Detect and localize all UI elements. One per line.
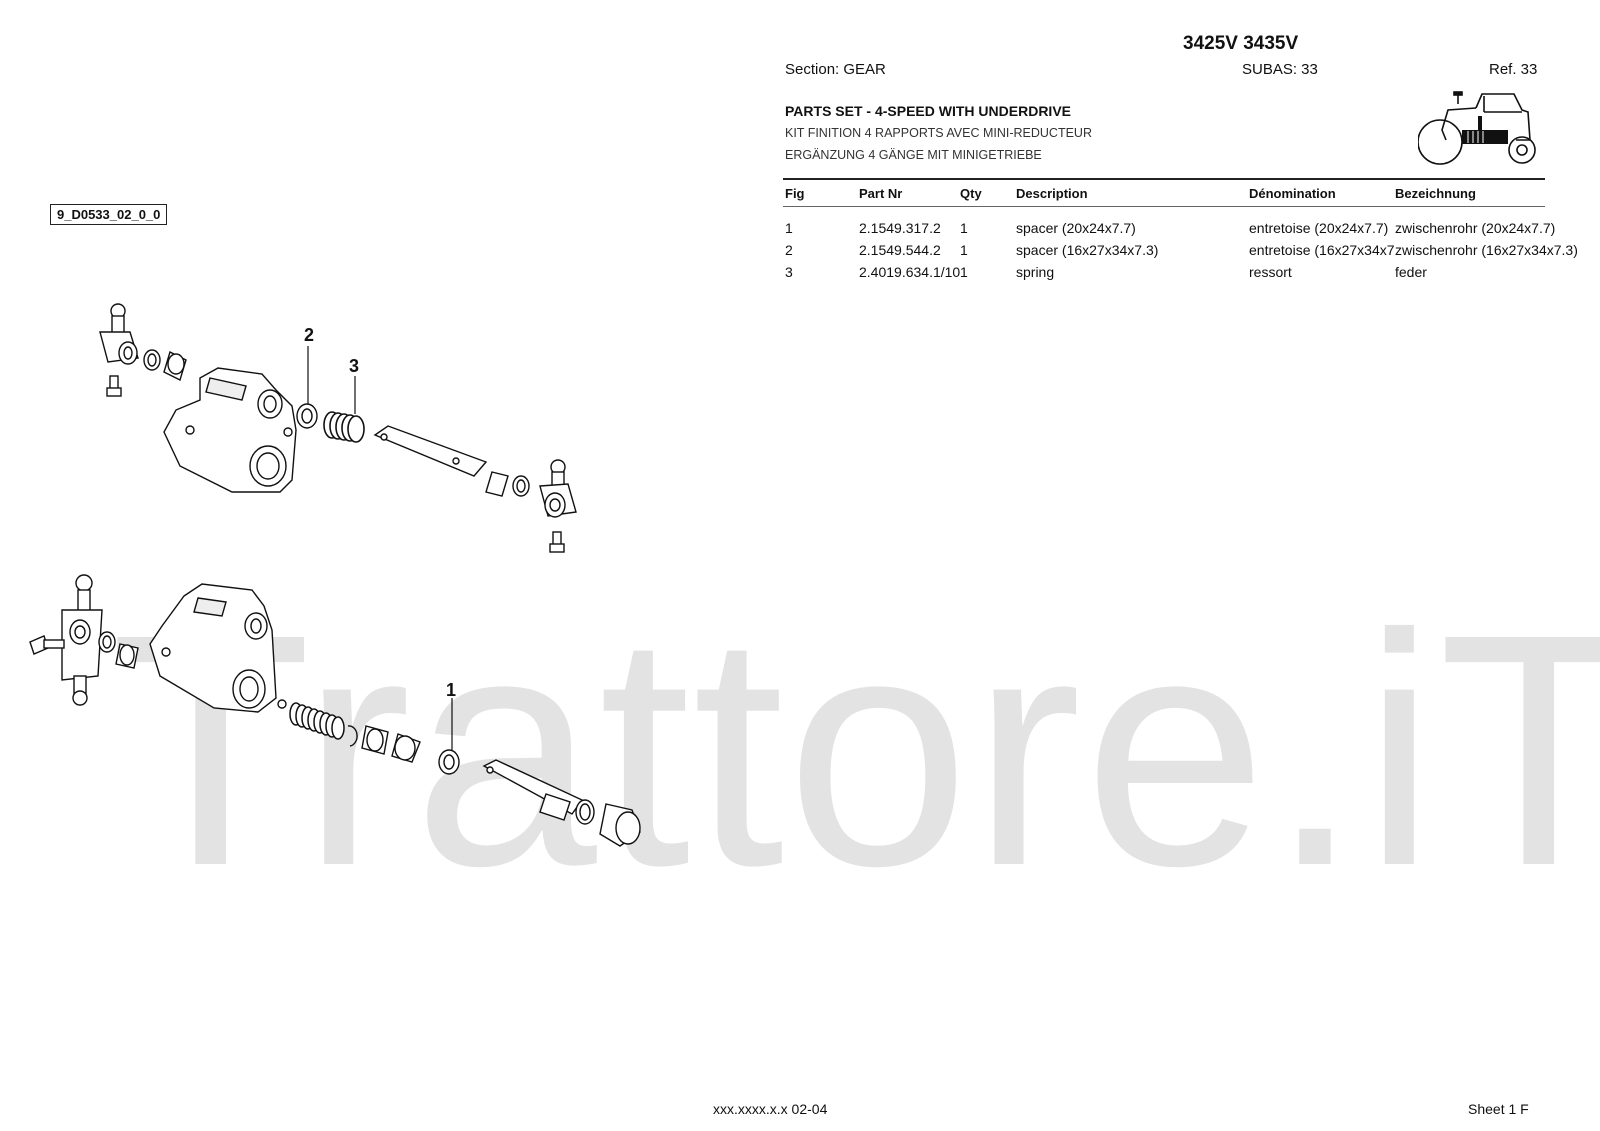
title-german: ERGÄNZUNG 4 GÄNGE MIT MINIGETRIEBE xyxy=(785,148,1042,162)
cell-bezeichnung: zwischenrohr (16x27x34x7.3) xyxy=(1395,242,1578,258)
cell-description: spacer (16x27x34x7.3) xyxy=(1016,242,1159,258)
cell-part: 2.1549.317.2 xyxy=(859,220,941,236)
cell-description: spring xyxy=(1016,264,1055,280)
table-row: 2 2.1549.544.2 1 spacer (16x27x34x7.3) e… xyxy=(783,239,1578,261)
section-label: Section: GEAR xyxy=(785,61,886,78)
col-fig-header: Fig xyxy=(785,186,805,201)
cell-description: spacer (20x24x7.7) xyxy=(1016,220,1136,236)
upper-assembly xyxy=(99,303,577,553)
col-qty-header: Qty xyxy=(960,186,982,201)
title-english: PARTS SET - 4-SPEED WITH UNDERDRIVE xyxy=(785,103,1071,119)
subas-label: SUBAS: 33 xyxy=(1242,61,1318,78)
lower-assembly xyxy=(29,574,641,847)
cell-part: 2.4019.634.1/10 xyxy=(859,264,961,280)
cell-denomination: entretoise (20x24x7.7) xyxy=(1249,220,1389,236)
cell-bezeichnung: feder xyxy=(1395,264,1427,280)
cell-bezeichnung: zwischenrohr (20x24x7.7) xyxy=(1395,220,1556,236)
footer-sheet: Sheet 1 F xyxy=(1468,1101,1529,1117)
callout-1: 1 xyxy=(446,680,457,700)
cell-part: 2.1549.544.2 xyxy=(859,242,941,258)
exploded-diagram xyxy=(29,303,641,847)
table-row: 1 2.1549.317.2 1 spacer (20x24x7.7) entr… xyxy=(783,217,1555,239)
cell-qty: 1 xyxy=(960,264,968,280)
cell-fig: 1 xyxy=(785,220,793,236)
cell-denomination: ressort xyxy=(1249,264,1292,280)
watermark: Trattore.iT xyxy=(110,565,1600,934)
cell-fig: 2 xyxy=(785,242,793,258)
callout-2: 2 xyxy=(304,325,315,345)
col-description-header: Description xyxy=(1016,186,1088,201)
cell-fig: 3 xyxy=(785,264,793,280)
col-denomination-header: Dénomination xyxy=(1249,186,1336,201)
col-bezeichnung-header: Bezeichnung xyxy=(1395,186,1476,201)
drawing-id-box: 9_D0533_02_0_0 xyxy=(50,204,168,225)
footer-code: xxx.xxxx.x.x 02-04 xyxy=(713,1101,828,1117)
table-row: 3 2.4019.634.1/10 1 spring ressort feder xyxy=(783,261,1545,283)
cell-denomination: entretoise (16x27x34x7 xyxy=(1249,242,1395,258)
table-header: Fig Part Nr Qty Description Dénomination… xyxy=(783,178,1545,207)
title-french: KIT FINITION 4 RAPPORTS AVEC MINI-REDUCT… xyxy=(785,126,1092,140)
col-part-header: Part Nr xyxy=(859,186,903,201)
model-title: 3425V 3435V xyxy=(1183,33,1299,54)
cell-qty: 1 xyxy=(960,220,968,236)
ref-label: Ref. 33 xyxy=(1489,61,1538,78)
parts-table: Fig Part Nr Qty Description Dénomination… xyxy=(783,178,1578,283)
callout-3: 3 xyxy=(349,356,360,376)
tractor-icon xyxy=(1418,91,1536,165)
cell-qty: 1 xyxy=(960,242,968,258)
